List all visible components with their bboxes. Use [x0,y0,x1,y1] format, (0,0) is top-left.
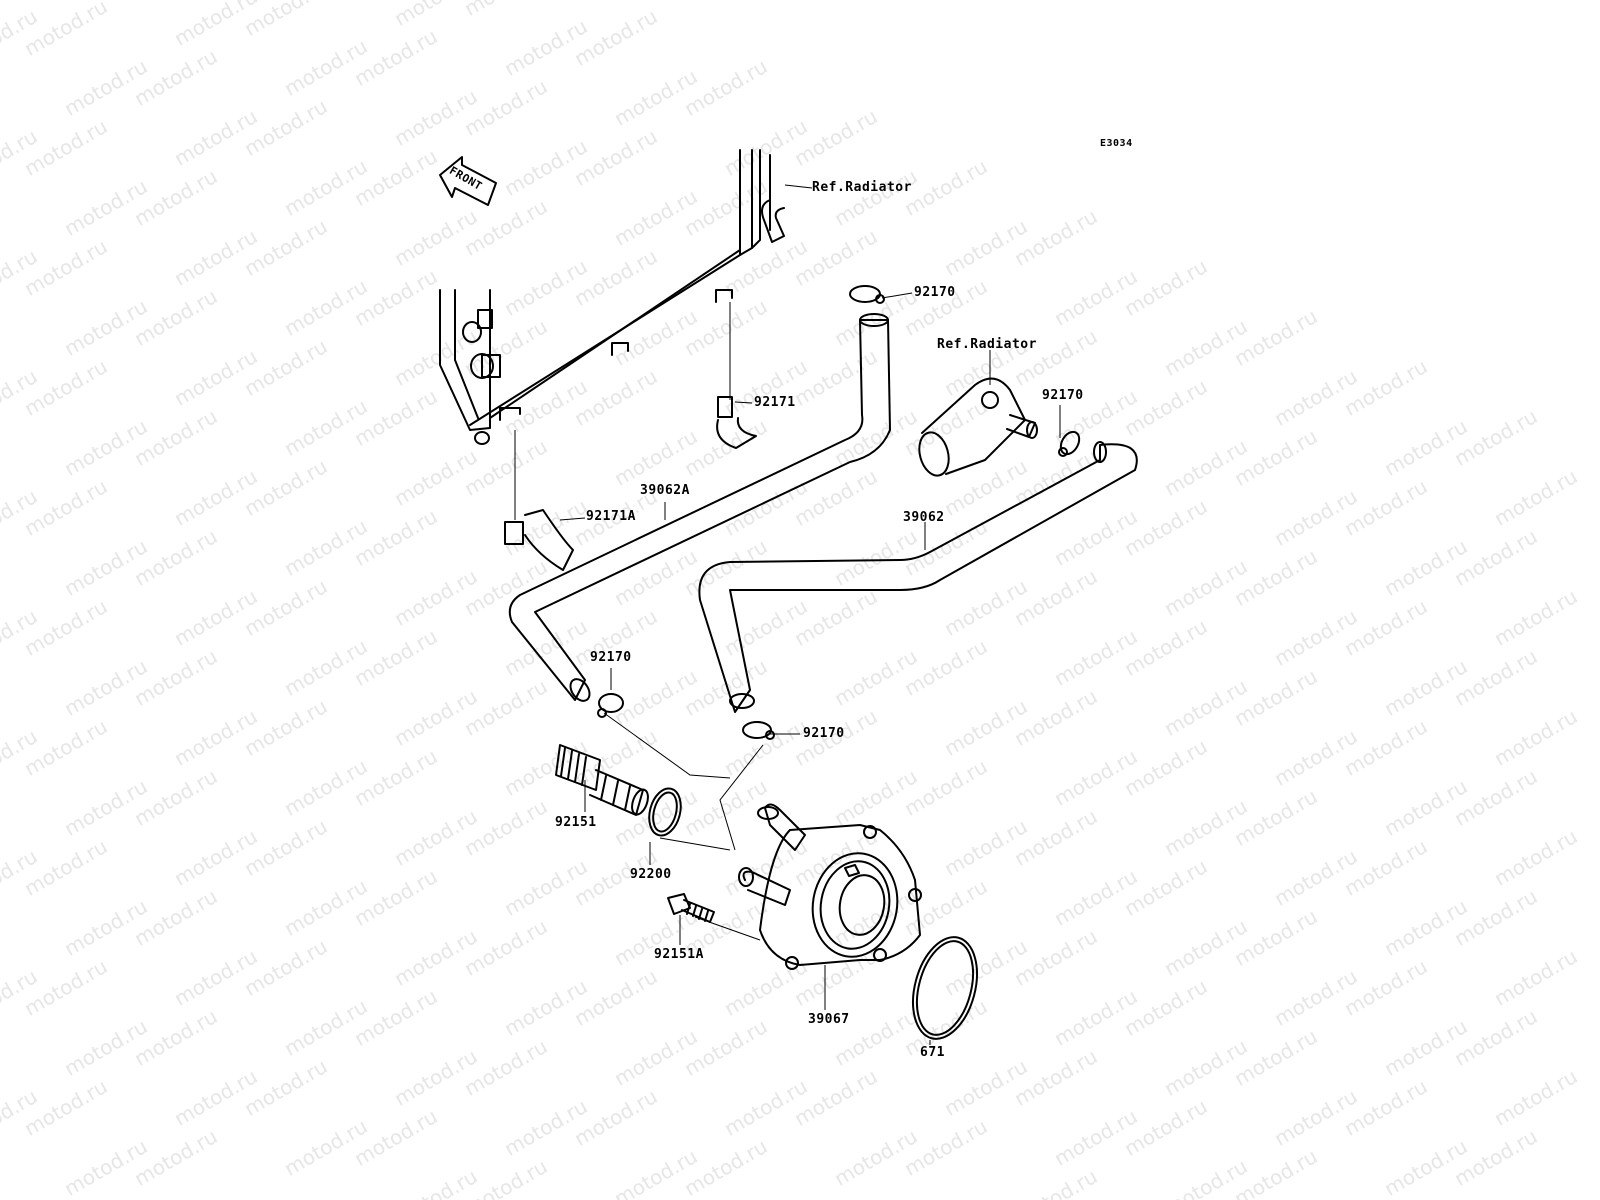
clamp-92170-right [1058,430,1081,457]
part-92171A: 92171A [586,509,636,524]
part-39062A: 39062A [640,483,690,498]
part-92151A: 92151A [654,947,704,962]
part-92151: 92151 [555,815,597,830]
clamp-92170-top [849,285,885,304]
oring-92200 [648,787,682,837]
part-92170-top: 92170 [914,285,956,300]
part-92171: 92171 [754,395,796,410]
part-92170-right: 92170 [1042,388,1084,403]
clamp-92170-mid [742,721,775,740]
oil-cooler-39067 [738,803,922,970]
part-92200: 92200 [630,867,672,882]
part-39062: 39062 [903,510,945,525]
hose-39062 [698,441,1138,713]
part-92170-left: 92170 [590,650,632,665]
leader-lines [514,184,1061,1045]
diagram-code: E3034 [1100,138,1133,149]
ref-radiator-mid: Ref.Radiator [937,337,1037,352]
clamp-92170-left [597,693,624,718]
oring-671 [912,936,978,1040]
hose-39062A [508,313,891,702]
bolt-92151A [667,893,715,923]
part-671: 671 [920,1045,945,1060]
fitting-92151 [555,744,649,816]
bracket-92171A [504,509,574,571]
ref-radiator-top: Ref.Radiator [812,180,912,195]
radiator [439,149,785,445]
front-arrow [439,156,497,206]
bracket-92171 [716,396,757,449]
part-92170-mid: 92170 [803,726,845,741]
radiator-elbow [918,377,1038,477]
part-39067: 39067 [808,1012,850,1027]
